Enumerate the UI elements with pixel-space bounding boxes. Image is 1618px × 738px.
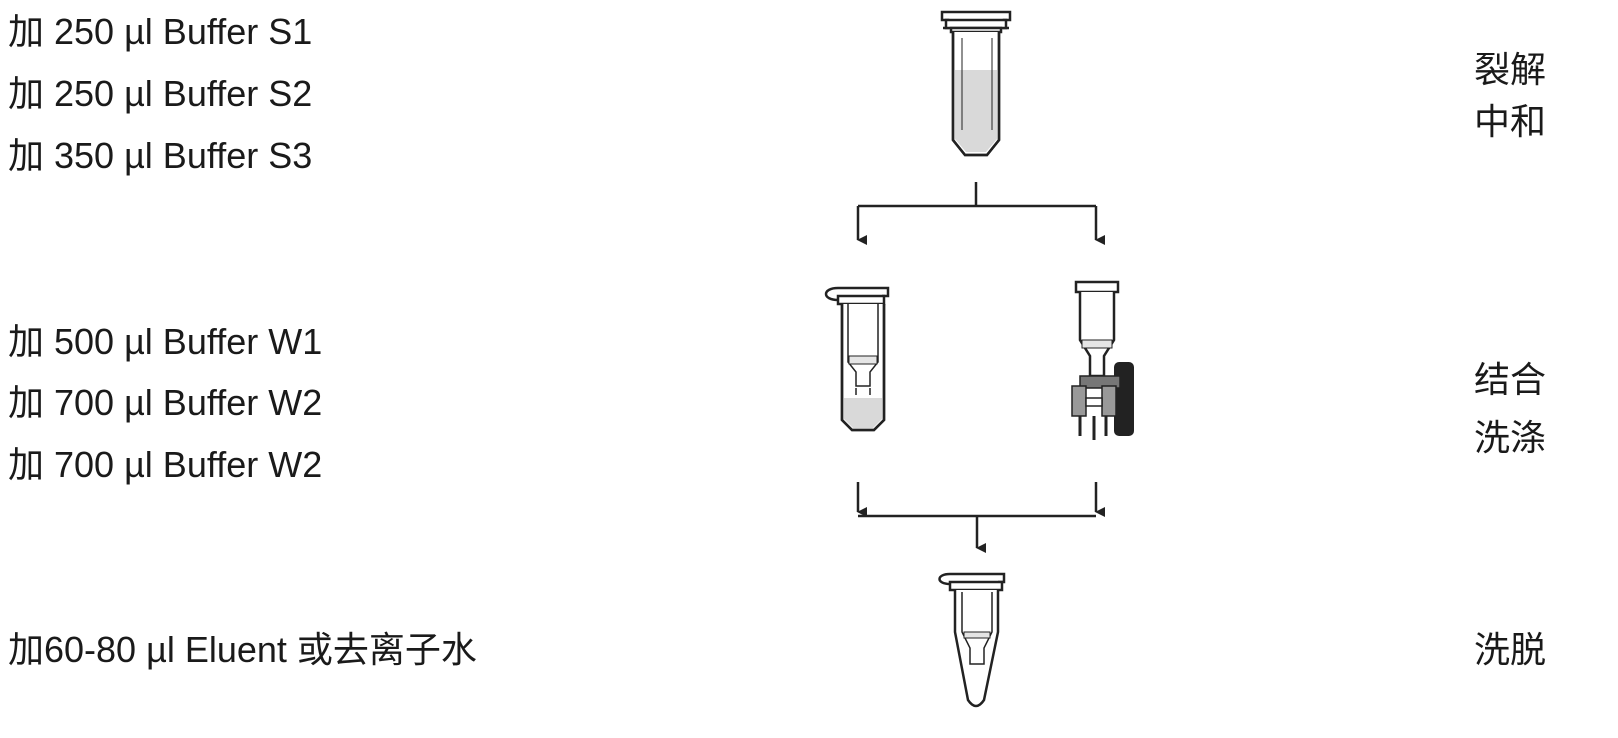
step-add-buffer-s2: 加 250 µl Buffer S2 bbox=[8, 73, 313, 114]
centrifuge-tube-icon bbox=[940, 10, 1012, 157]
merge-connector bbox=[856, 482, 1105, 553]
phase-label-wash: 洗涤 bbox=[1474, 417, 1547, 458]
step-add-buffer-w1: 加 500 µl Buffer W1 bbox=[8, 321, 323, 362]
phase-label-neutralize: 中和 bbox=[1474, 101, 1547, 142]
step-add-buffer-w2-first: 加 700 µl Buffer W2 bbox=[8, 382, 323, 423]
spin-column-tube-icon bbox=[824, 286, 890, 432]
phase-label-elute: 洗脱 bbox=[1474, 629, 1547, 670]
microcentrifuge-tube-icon bbox=[938, 572, 1006, 708]
phase-label-bind: 结合 bbox=[1474, 359, 1547, 400]
step-add-buffer-s1: 加 250 µl Buffer S1 bbox=[8, 11, 313, 52]
split-connector bbox=[856, 182, 1105, 245]
step-add-buffer-w2-second: 加 700 µl Buffer W2 bbox=[8, 444, 323, 485]
step-add-buffer-s3: 加 350 µl Buffer S3 bbox=[8, 135, 313, 176]
phase-label-lysis: 裂解 bbox=[1474, 49, 1547, 90]
step-add-eluent: 加60-80 µl Eluent 或去离子水 bbox=[8, 629, 477, 670]
vacuum-manifold-column-icon bbox=[1071, 280, 1134, 440]
